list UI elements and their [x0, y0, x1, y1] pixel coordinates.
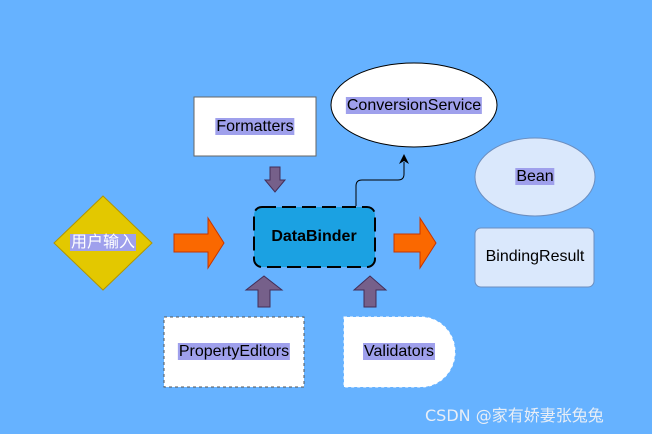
formatters-label: Formatters: [215, 118, 295, 135]
property-editors-label: PropertyEditors: [177, 343, 291, 360]
conversion-service-label: ConversionService: [345, 97, 483, 114]
user-input-label: 用户输入: [69, 234, 137, 251]
input-to-databinder-arrow: [173, 216, 225, 270]
databinder-to-conversion-connector: [355, 162, 405, 206]
binding-result-label: BindingResult: [485, 248, 585, 265]
databinder-to-output-arrow: [393, 216, 437, 270]
validators-label: Validators: [363, 343, 435, 360]
databinder-box: [253, 206, 376, 268]
databinder-label: DataBinder: [271, 228, 357, 245]
bean-label: Bean: [515, 168, 555, 185]
connector-arrowhead: [399, 154, 409, 164]
validators-up-arrow: [352, 275, 388, 308]
binding-result-box: [474, 227, 595, 288]
watermark: CSDN @家有娇妻张兔兔: [425, 406, 604, 425]
property-editors-up-arrow: [244, 275, 284, 308]
formatters-down-arrow: [263, 166, 287, 193]
